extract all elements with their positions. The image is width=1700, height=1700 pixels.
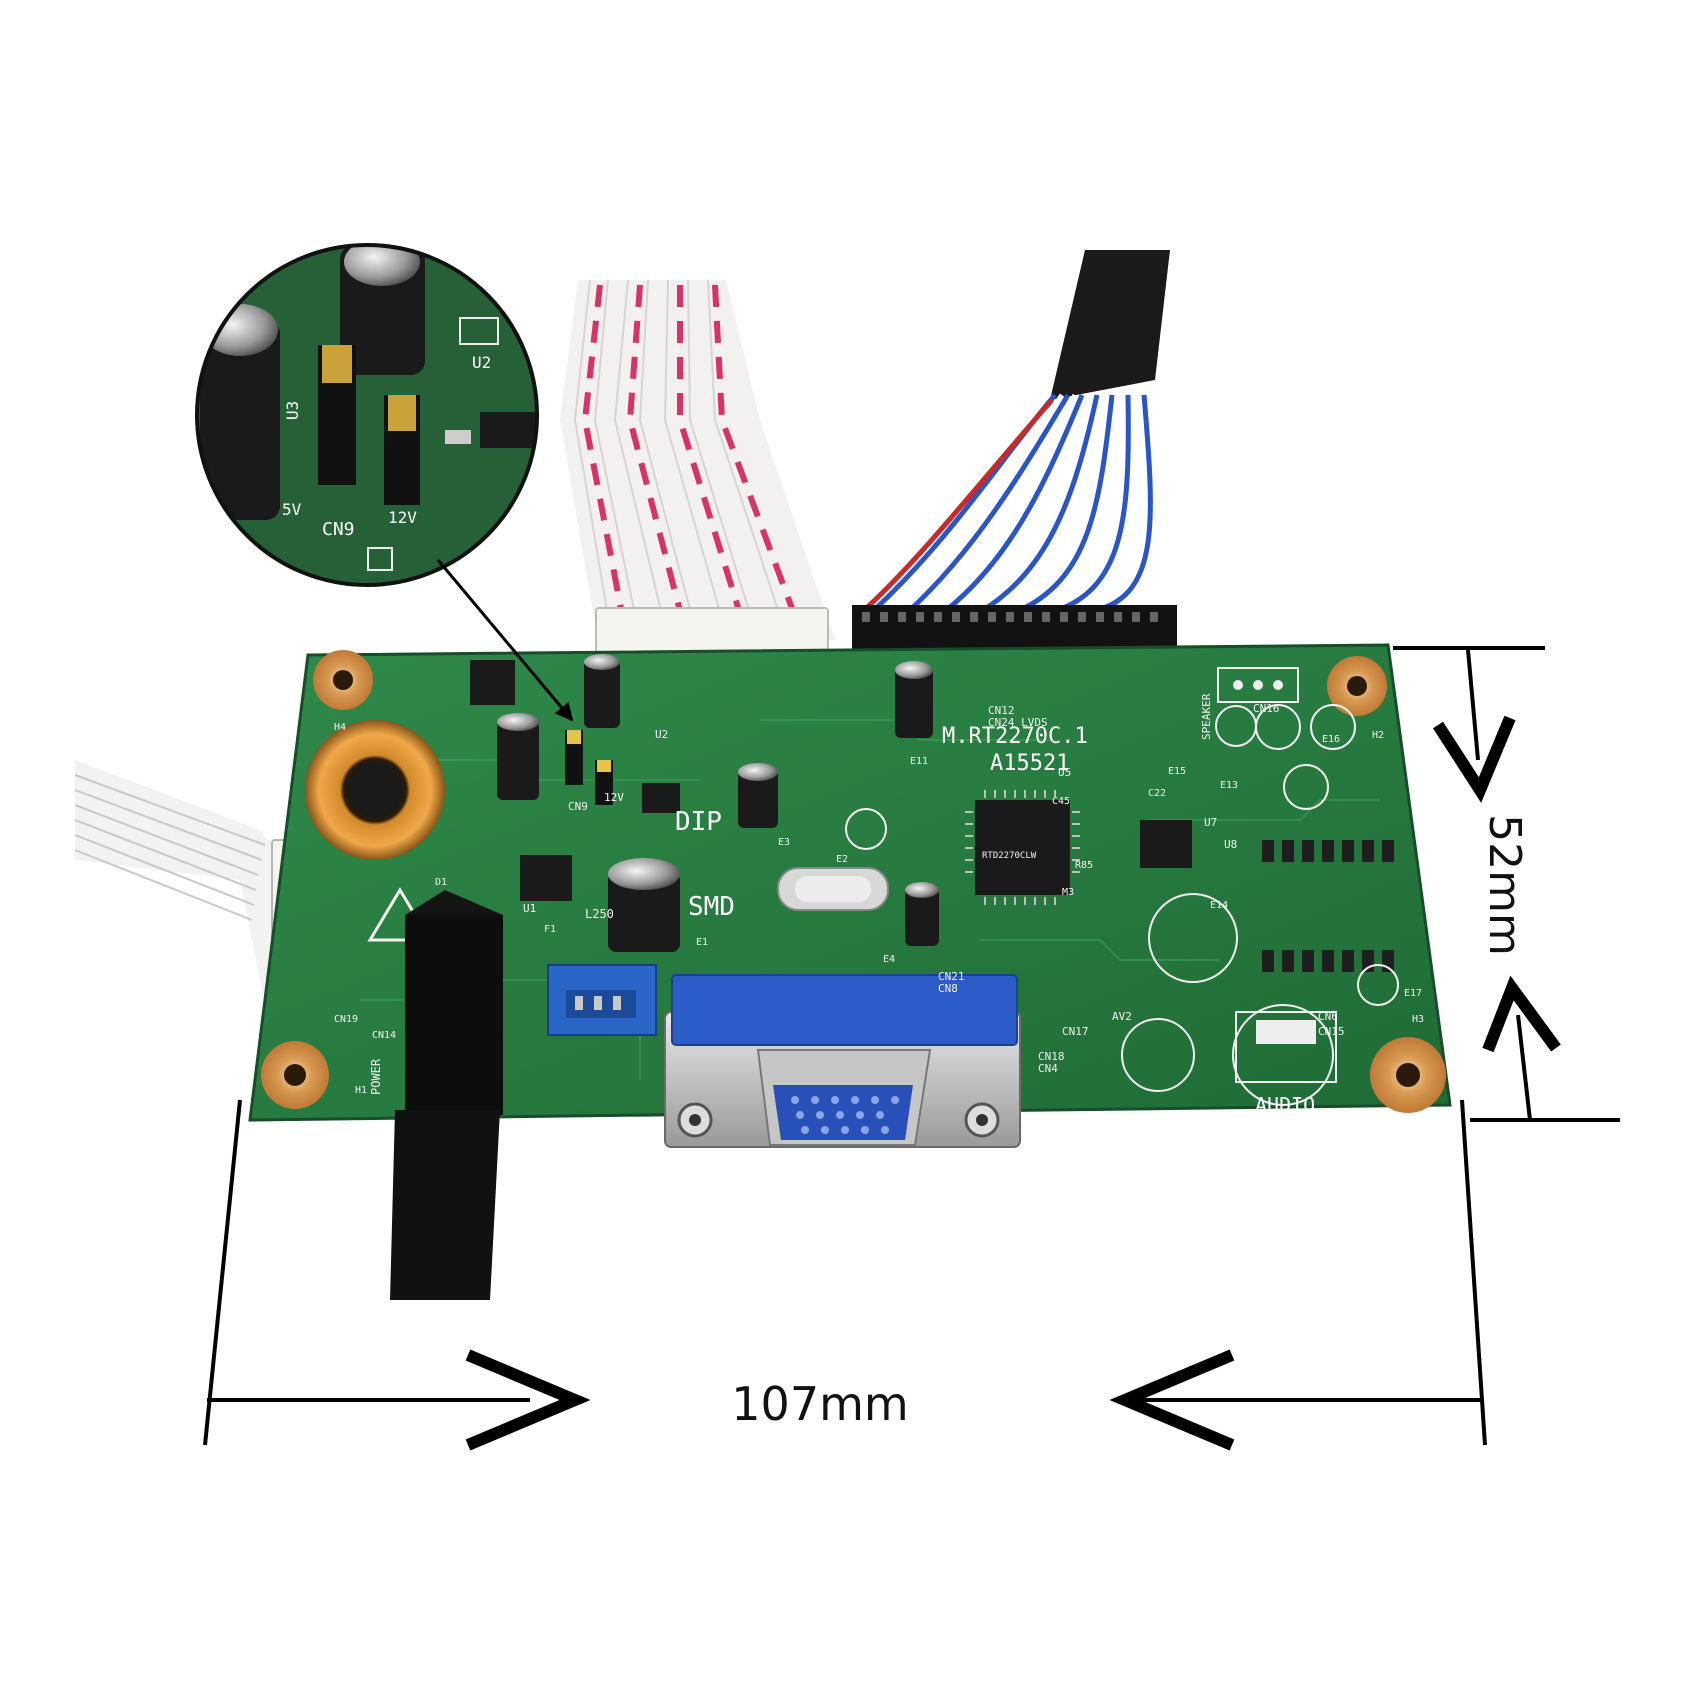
vga-connector[interactable]: [664, 974, 1021, 1148]
ic-u7: [1140, 820, 1192, 868]
capacitor-cn9-area: [497, 654, 620, 800]
mounting-hole-h1: [261, 1041, 329, 1109]
capacitor-e3: [738, 763, 778, 828]
ribbon-cable-top: [560, 279, 835, 667]
silk-u8: U8: [1224, 838, 1237, 851]
silk-e1: E1: [696, 937, 708, 948]
capacitor-e11: [895, 661, 933, 738]
silk-dip: DIP: [675, 807, 722, 837]
width-label: 107mm: [731, 1377, 908, 1431]
silk-audio: AUDIO: [1255, 1093, 1315, 1117]
silk-u2: U2: [655, 728, 668, 741]
ic-u1: [520, 855, 572, 901]
power-ic: [470, 660, 515, 705]
silk-cn14: CN14: [372, 1030, 396, 1041]
inset-cn9-label: CN9: [322, 519, 355, 540]
silk-u1: U1: [523, 902, 536, 915]
silk-h4: H4: [334, 722, 346, 733]
silk-cn6: CN6: [1318, 1010, 1338, 1023]
silk-cn12: CN12: [988, 704, 1015, 717]
silk-e16: E16: [1322, 734, 1340, 745]
silk-cn8: CN8: [938, 982, 958, 995]
regulator: [642, 783, 680, 813]
inset-u3-label: U3: [283, 401, 302, 420]
silk-e3: E3: [778, 837, 790, 848]
silk-speaker: SPEAKER: [1200, 693, 1213, 740]
chip-marking: RTD2270CLW: [982, 851, 1037, 861]
crystal-oscillator: [777, 867, 889, 911]
silk-e17: E17: [1404, 988, 1422, 999]
mounting-hole-h3: [1370, 1037, 1446, 1113]
silk-cn17: CN17: [1062, 1025, 1089, 1038]
silk-f1: F1: [544, 924, 556, 935]
power-jack[interactable]: [390, 890, 503, 1300]
silk-m3: M3: [1062, 887, 1074, 898]
capacitor-e1: [608, 858, 680, 952]
silk-cn15: CN15: [1318, 1025, 1345, 1038]
silk-cn4: CN4: [1038, 1062, 1058, 1075]
silk-cn19: CN19: [334, 1014, 358, 1025]
pin-header-row: [1262, 840, 1394, 972]
silk-cn9: CN9: [568, 800, 588, 813]
capacitor-e4: [905, 882, 939, 946]
inset-5v-label: 5V: [282, 500, 302, 519]
silk-e13: E13: [1220, 780, 1238, 791]
silk-h2: H2: [1372, 730, 1384, 741]
silk-c22: C22: [1148, 788, 1166, 799]
silk-av2: AV2: [1112, 1010, 1132, 1023]
silk-u5: U5: [1058, 766, 1071, 779]
pointer-arrow: [436, 559, 574, 722]
silk-e11: E11: [910, 756, 928, 767]
silk-cn18: CN18: [1038, 1050, 1065, 1063]
silk-cn16: CN16: [1253, 702, 1280, 715]
mounting-hole-h2: [1327, 656, 1387, 716]
silk-c45: C45: [1052, 796, 1070, 807]
jumper-cn9[interactable]: [565, 730, 613, 805]
silk-e15: E15: [1168, 766, 1186, 777]
silk-power: POWER: [369, 1058, 383, 1095]
silk-h1: H1: [355, 1085, 367, 1096]
silk-e14: E14: [1210, 900, 1228, 911]
speaker-connector[interactable]: [1217, 667, 1299, 703]
inset-u2-label: U2: [472, 353, 491, 372]
silk-smd: SMD: [688, 892, 735, 922]
height-dimension: [1393, 646, 1620, 1122]
scaler-chip: RTD2270CLW: [965, 790, 1080, 905]
silk-d1: D1: [435, 877, 447, 888]
silk-12v: 12V: [604, 791, 624, 804]
silk-u7: U7: [1204, 816, 1217, 829]
width-dimension: [203, 1099, 1487, 1451]
silk-h3: H3: [1412, 1014, 1424, 1025]
inset-12v-label: 12V: [388, 508, 417, 527]
toroid-inductor: [305, 720, 445, 860]
silk-e2: E2: [836, 854, 848, 865]
magnified-inset: CN9 5V 12V U2 U3: [195, 243, 539, 587]
board-code-label: A15521: [990, 751, 1069, 776]
silk-r85: R85: [1075, 860, 1093, 871]
silk-cn24-lvds: CN24 LVDS: [988, 716, 1048, 729]
lvds-cable: [852, 250, 1177, 685]
silk-l250: L250: [585, 907, 614, 921]
mounting-hole-h4: [313, 650, 373, 710]
height-label: 52mm: [1479, 814, 1530, 956]
silk-cn21: CN21: [938, 970, 965, 983]
pcb-board: RTD2270CLW: [248, 643, 1452, 1300]
silk-e4: E4: [883, 954, 895, 965]
blue-connector[interactable]: [547, 964, 657, 1036]
board-model-label: M.RT2270C.1: [942, 724, 1088, 749]
audio-jack[interactable]: [1235, 1011, 1337, 1083]
